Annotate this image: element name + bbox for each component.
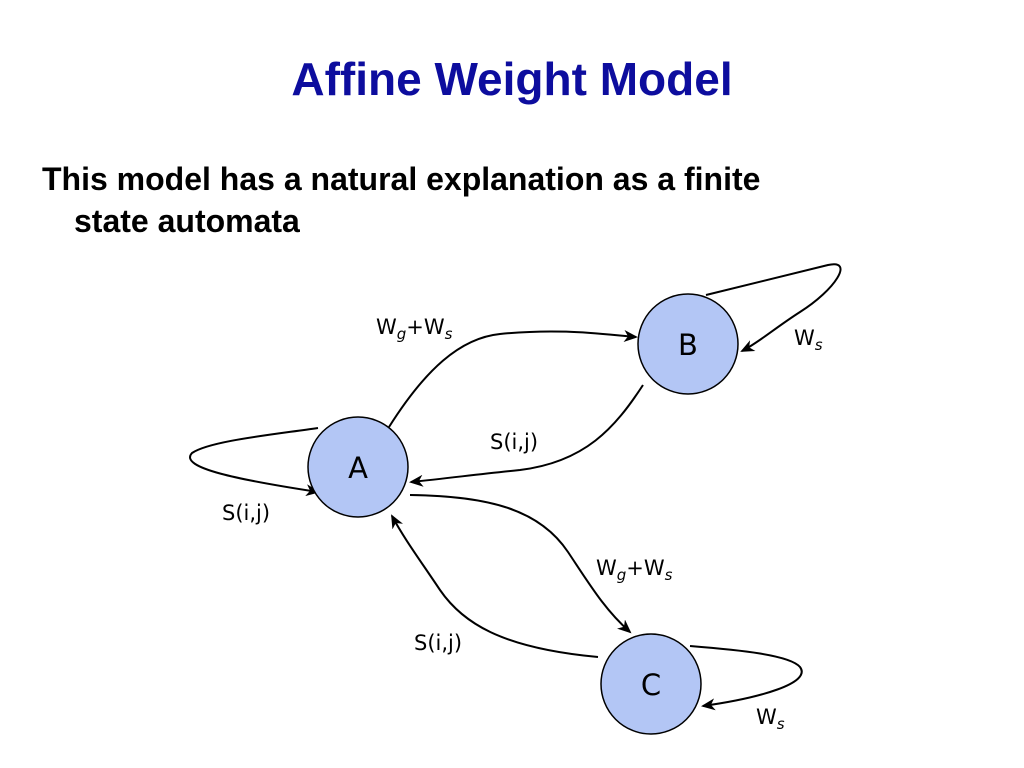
edge-a-self-loop bbox=[189, 427, 320, 497]
node-a-label: A bbox=[348, 451, 368, 485]
label-c-self: Ws bbox=[756, 705, 785, 733]
node-a-circle bbox=[307, 416, 409, 518]
edge-a-to-b bbox=[388, 330, 638, 428]
edge-c-to-a bbox=[391, 514, 599, 658]
label-a-to-b: Wg+Ws bbox=[376, 315, 453, 343]
label-a-to-c: Wg+Ws bbox=[596, 556, 673, 584]
label-c-to-a: S(i,j) bbox=[414, 631, 462, 655]
label-b-to-a: S(i,j) bbox=[490, 430, 538, 454]
node-a: A bbox=[307, 416, 409, 518]
edge-b-to-a bbox=[409, 384, 644, 487]
node-c-label: C bbox=[641, 668, 661, 702]
edge-b-self-loop bbox=[705, 263, 842, 352]
slide-body-text: This model has a natural explanation as … bbox=[42, 158, 982, 242]
label-a-self: S(i,j) bbox=[222, 501, 270, 525]
node-b-circle bbox=[637, 293, 739, 395]
body-line-1: This model has a natural explanation as … bbox=[42, 161, 761, 197]
slide-title: Affine Weight Model bbox=[291, 53, 733, 105]
node-c: C bbox=[600, 633, 702, 735]
edge-c-self-loop bbox=[689, 645, 803, 711]
edge-a-to-c bbox=[409, 494, 632, 634]
node-b-label: B bbox=[678, 328, 698, 362]
body-line-2: state automata bbox=[74, 203, 300, 239]
node-c-circle bbox=[600, 633, 702, 735]
label-b-self: Ws bbox=[794, 326, 823, 354]
node-b: B bbox=[637, 293, 739, 395]
